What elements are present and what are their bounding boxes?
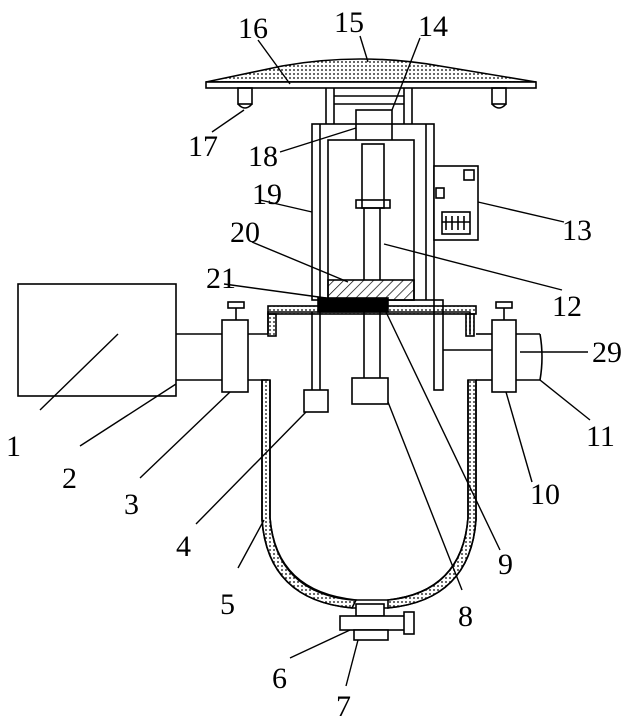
label-6: 6 bbox=[272, 662, 287, 695]
leader-lines bbox=[39, 35, 591, 687]
inlet-pipe bbox=[176, 333, 226, 381]
label-8: 8 bbox=[458, 600, 473, 633]
label-14: 14 bbox=[418, 10, 448, 43]
label-4: 4 bbox=[176, 530, 191, 563]
label-16: 16 bbox=[238, 12, 268, 45]
label-21: 21 bbox=[206, 262, 236, 295]
label-9: 9 bbox=[498, 548, 513, 581]
cover-support bbox=[325, 88, 413, 124]
label-5: 5 bbox=[220, 588, 235, 621]
label-20: 20 bbox=[230, 216, 260, 249]
label-2: 2 bbox=[62, 462, 77, 495]
inlet-valve bbox=[221, 301, 268, 393]
label-7: 7 bbox=[336, 690, 351, 722]
label-12: 12 bbox=[552, 290, 582, 323]
spray-nozzle-left bbox=[237, 87, 253, 109]
label-17: 17 bbox=[188, 130, 218, 163]
label-1: 1 bbox=[6, 430, 21, 463]
label-10: 10 bbox=[530, 478, 560, 511]
vessel-lid bbox=[267, 297, 477, 337]
left-tank bbox=[17, 283, 177, 397]
sensor-probe bbox=[303, 312, 329, 413]
label-3: 3 bbox=[124, 488, 139, 521]
label-11: 11 bbox=[586, 420, 615, 453]
motor bbox=[355, 109, 393, 145]
label-29: 29 bbox=[592, 336, 622, 369]
drain-valve bbox=[339, 603, 415, 641]
vessel-body bbox=[261, 379, 477, 609]
part-labels: 1 2 3 4 5 6 7 8 9 10 11 12 13 14 15 16 1… bbox=[6, 6, 622, 722]
spray-nozzle-right bbox=[491, 87, 507, 109]
label-19: 19 bbox=[252, 178, 282, 211]
stirrer-shaft bbox=[351, 312, 389, 405]
piston-block bbox=[327, 279, 415, 301]
top-cover bbox=[205, 58, 537, 89]
hydraulic-cylinder bbox=[327, 139, 415, 301]
outlet-valve bbox=[443, 301, 543, 393]
label-13: 13 bbox=[562, 214, 592, 247]
label-15: 15 bbox=[334, 6, 364, 39]
label-18: 18 bbox=[248, 140, 278, 173]
control-box bbox=[433, 165, 479, 241]
